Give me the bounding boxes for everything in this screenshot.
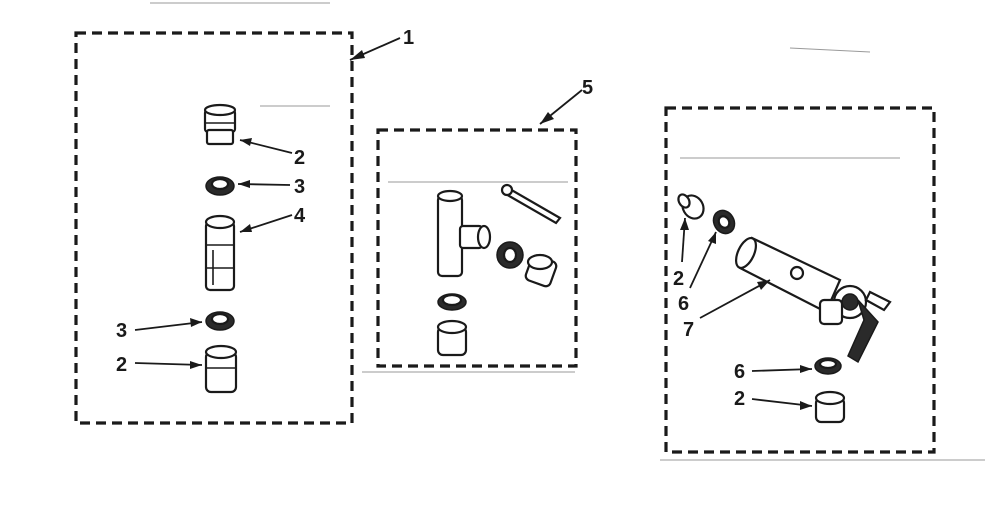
kit3-washer-bottom-part <box>814 357 842 375</box>
callout-kit-5: 5 <box>582 77 593 99</box>
callout-kit1-washer-bottom: 3 <box>116 320 127 342</box>
callout-kit1-elbow-top: 2 <box>294 147 305 169</box>
kit3-elbow-bottom-part <box>814 390 846 424</box>
kit1-washer-top-part <box>205 176 235 196</box>
kit-1-dashed-box <box>74 31 354 425</box>
kit-right-dashed-box <box>664 106 936 454</box>
scan-artifacts <box>150 2 985 461</box>
kit3-valve-part <box>734 236 892 364</box>
kit5-washer-bottom-part <box>437 293 467 311</box>
callout-kit3-washer-bottom: 6 <box>734 361 745 383</box>
kit1-washer-bottom-part <box>205 311 235 331</box>
callout-kit3-elbow-left: 2 <box>673 268 684 290</box>
kit1-elbow-bottom-part <box>204 344 238 394</box>
kit5-elbow-bottom-part <box>436 319 468 357</box>
kit3-leaders <box>680 217 813 410</box>
callout-kit1-elbow-bottom: 2 <box>116 354 127 376</box>
kit5-washer-right-part <box>496 241 524 269</box>
kit1-leaders <box>134 37 401 369</box>
callout-kit3-elbow-bottom: 2 <box>734 388 745 410</box>
callout-kit1-washer-top: 3 <box>294 176 305 198</box>
kit-5-dashed-box <box>376 128 578 368</box>
callout-kit3-washer-left: 6 <box>678 293 689 315</box>
kit5-elbow-right-part <box>524 253 558 288</box>
callout-kit1-coupling: 4 <box>294 205 306 227</box>
kit3-elbow-left-part <box>677 193 705 220</box>
kit1-elbow-top-part <box>203 103 237 146</box>
callout-kit-1: 1 <box>403 27 414 49</box>
kit-5-group: 5 <box>376 77 593 368</box>
kit-1-group: 1 2 3 4 3 2 <box>74 27 414 425</box>
kit-right-group: 2 6 7 6 2 <box>664 106 936 454</box>
kit5-tee-part <box>436 189 492 278</box>
kit3-washer-left-part <box>712 209 736 235</box>
callout-kit3-valve: 7 <box>683 319 694 341</box>
kit5-pin-part <box>500 183 562 225</box>
kit5-leaders <box>539 89 583 125</box>
kit1-coupling-part <box>204 214 236 292</box>
